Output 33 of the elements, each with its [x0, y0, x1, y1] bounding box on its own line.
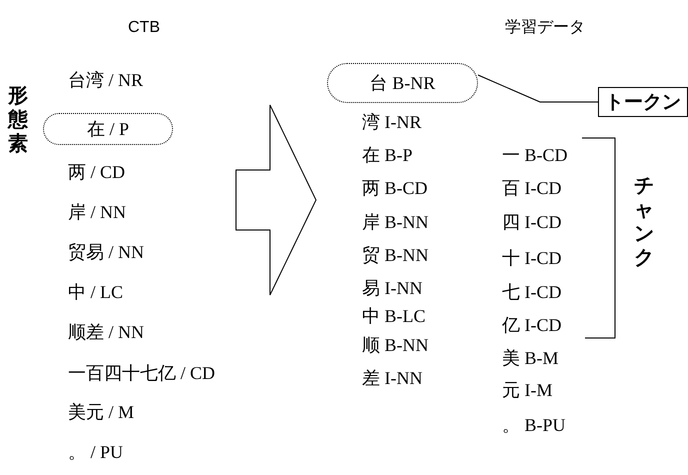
token-tag: 。 B-PU [502, 414, 566, 436]
morpheme-tag: 台湾 / NR [68, 69, 144, 91]
side-label: チャンク [634, 174, 655, 270]
morpheme-tag: 中 / LC [68, 281, 124, 303]
token-tag: 亿 I-CD [502, 314, 562, 336]
column-heading: CTB [128, 18, 160, 38]
token-tag: 百 I-CD [502, 177, 562, 199]
token-tag: 十 I-CD [502, 247, 562, 269]
token-tag: 顺 B-NN [362, 334, 428, 356]
morpheme-tag: 岸 / NN [68, 201, 126, 223]
label-box: トークン [598, 87, 688, 117]
morpheme-tag: 顺差 / NN [68, 321, 144, 343]
token-tag: 岸 B-NN [362, 211, 428, 233]
token-tag: 中 B-LC [362, 305, 426, 327]
leader-line [478, 74, 598, 102]
token-tag: 七 I-CD [502, 281, 562, 303]
morpheme-tag: 两 / CD [68, 161, 126, 183]
column-heading: 学習データ [505, 18, 585, 38]
token-tag: 差 I-NN [362, 367, 422, 389]
token-tag: 四 I-CD [502, 211, 562, 233]
morpheme-tag: 一百四十七亿 / CD [68, 362, 216, 384]
token-tag: 湾 I-NR [362, 111, 422, 133]
morpheme-tag: 美元 / M [68, 401, 134, 423]
token-tag: 两 B-CD [362, 177, 428, 199]
token-tag: 元 I-M [502, 379, 552, 401]
token-tag: 美 B-M [502, 347, 559, 369]
token-tag: 在 B-P [362, 144, 413, 166]
morpheme-tag: 贸易 / NN [68, 241, 144, 263]
side-label: 形態素 [8, 84, 29, 156]
token-tag: 易 I-NN [362, 277, 422, 299]
morpheme-tag: 。 / PU [68, 441, 124, 463]
token-tag: 贸 B-NN [362, 244, 428, 266]
token-tag: 一 B-CD [502, 144, 568, 166]
